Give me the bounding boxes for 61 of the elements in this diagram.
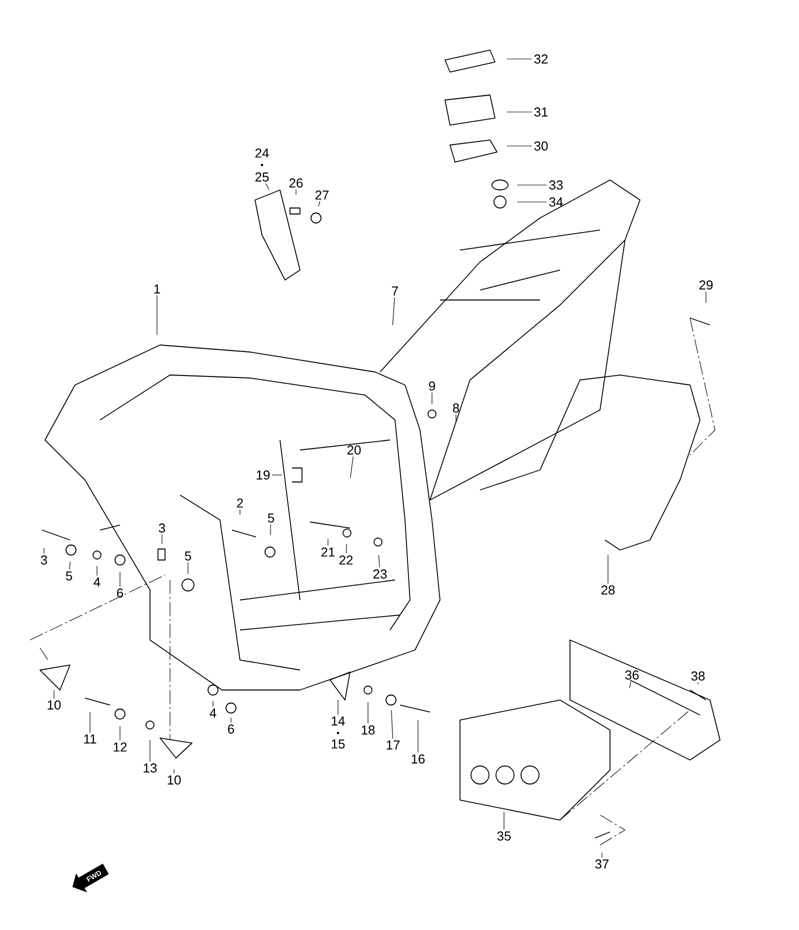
callout-number: 9 <box>429 381 435 391</box>
leader-line <box>350 456 354 478</box>
leader-line <box>156 295 158 336</box>
callout-number: 20 <box>347 445 361 455</box>
callout-number: 16 <box>412 754 425 764</box>
callout-number: 15 <box>332 739 345 749</box>
leader-line <box>391 710 393 739</box>
leader-line <box>346 544 347 554</box>
callout-number: 10 <box>48 700 61 710</box>
leader-line <box>629 681 632 688</box>
callout-number: 4 <box>210 708 216 718</box>
leader-line <box>265 183 270 190</box>
callout-number: 29 <box>699 280 713 290</box>
callout-number: 17 <box>386 740 400 750</box>
leader-line <box>392 297 395 326</box>
leader-line <box>272 474 282 476</box>
callout-number: 14 <box>332 716 345 726</box>
callout-number: 31 <box>534 107 548 117</box>
callout-number: 37 <box>595 859 609 869</box>
callout-number: 5 <box>66 571 72 581</box>
leader-line <box>506 58 532 60</box>
callout-number: 7 <box>392 286 398 296</box>
callout-number: 6 <box>228 724 234 734</box>
callout-number: 6 <box>117 588 124 598</box>
callout-number: 13 <box>144 763 157 773</box>
leader-line <box>96 566 98 576</box>
callout-number: 11 <box>84 734 96 744</box>
callout-number: 26 <box>289 178 303 188</box>
callout-number: 5 <box>184 551 192 561</box>
leader-line <box>270 524 272 536</box>
leader-line <box>69 561 70 570</box>
callout-number: 18 <box>362 725 375 735</box>
leader-line <box>378 554 380 568</box>
callout-number: 1 <box>154 284 160 294</box>
callout-number: 33 <box>549 180 563 190</box>
callout-number: 28 <box>601 585 615 595</box>
callout-number: 12 <box>114 742 127 752</box>
callout-number: 36 <box>625 670 639 680</box>
leader-line <box>516 184 548 186</box>
callout-number: 5 <box>268 513 274 523</box>
callout-number: 25 <box>255 172 269 182</box>
callout-number: 22 <box>339 555 353 565</box>
leader-line <box>230 717 232 723</box>
callout-number: 8 <box>452 403 460 413</box>
callout-number: 4 <box>94 578 100 586</box>
callout-number: 30 <box>534 141 548 151</box>
callout-number: 23 <box>373 569 387 579</box>
callout-number: 27 <box>315 190 329 200</box>
callout-number: 32 <box>534 54 548 64</box>
callout-number: 3 <box>158 523 166 533</box>
callout-number: 19 <box>256 470 270 480</box>
callout-number: 24 <box>255 148 269 158</box>
callout-number: 34 <box>549 197 563 207</box>
callout-number: 21 <box>321 547 335 557</box>
leader-line <box>318 201 320 207</box>
leader-line <box>212 700 214 707</box>
callout-number: 10 <box>168 775 181 785</box>
callout-number: 35 <box>497 831 511 841</box>
callout-number: 2 <box>237 498 243 508</box>
callout-number: 3 <box>40 555 48 565</box>
callout-number: 38 <box>691 671 705 681</box>
